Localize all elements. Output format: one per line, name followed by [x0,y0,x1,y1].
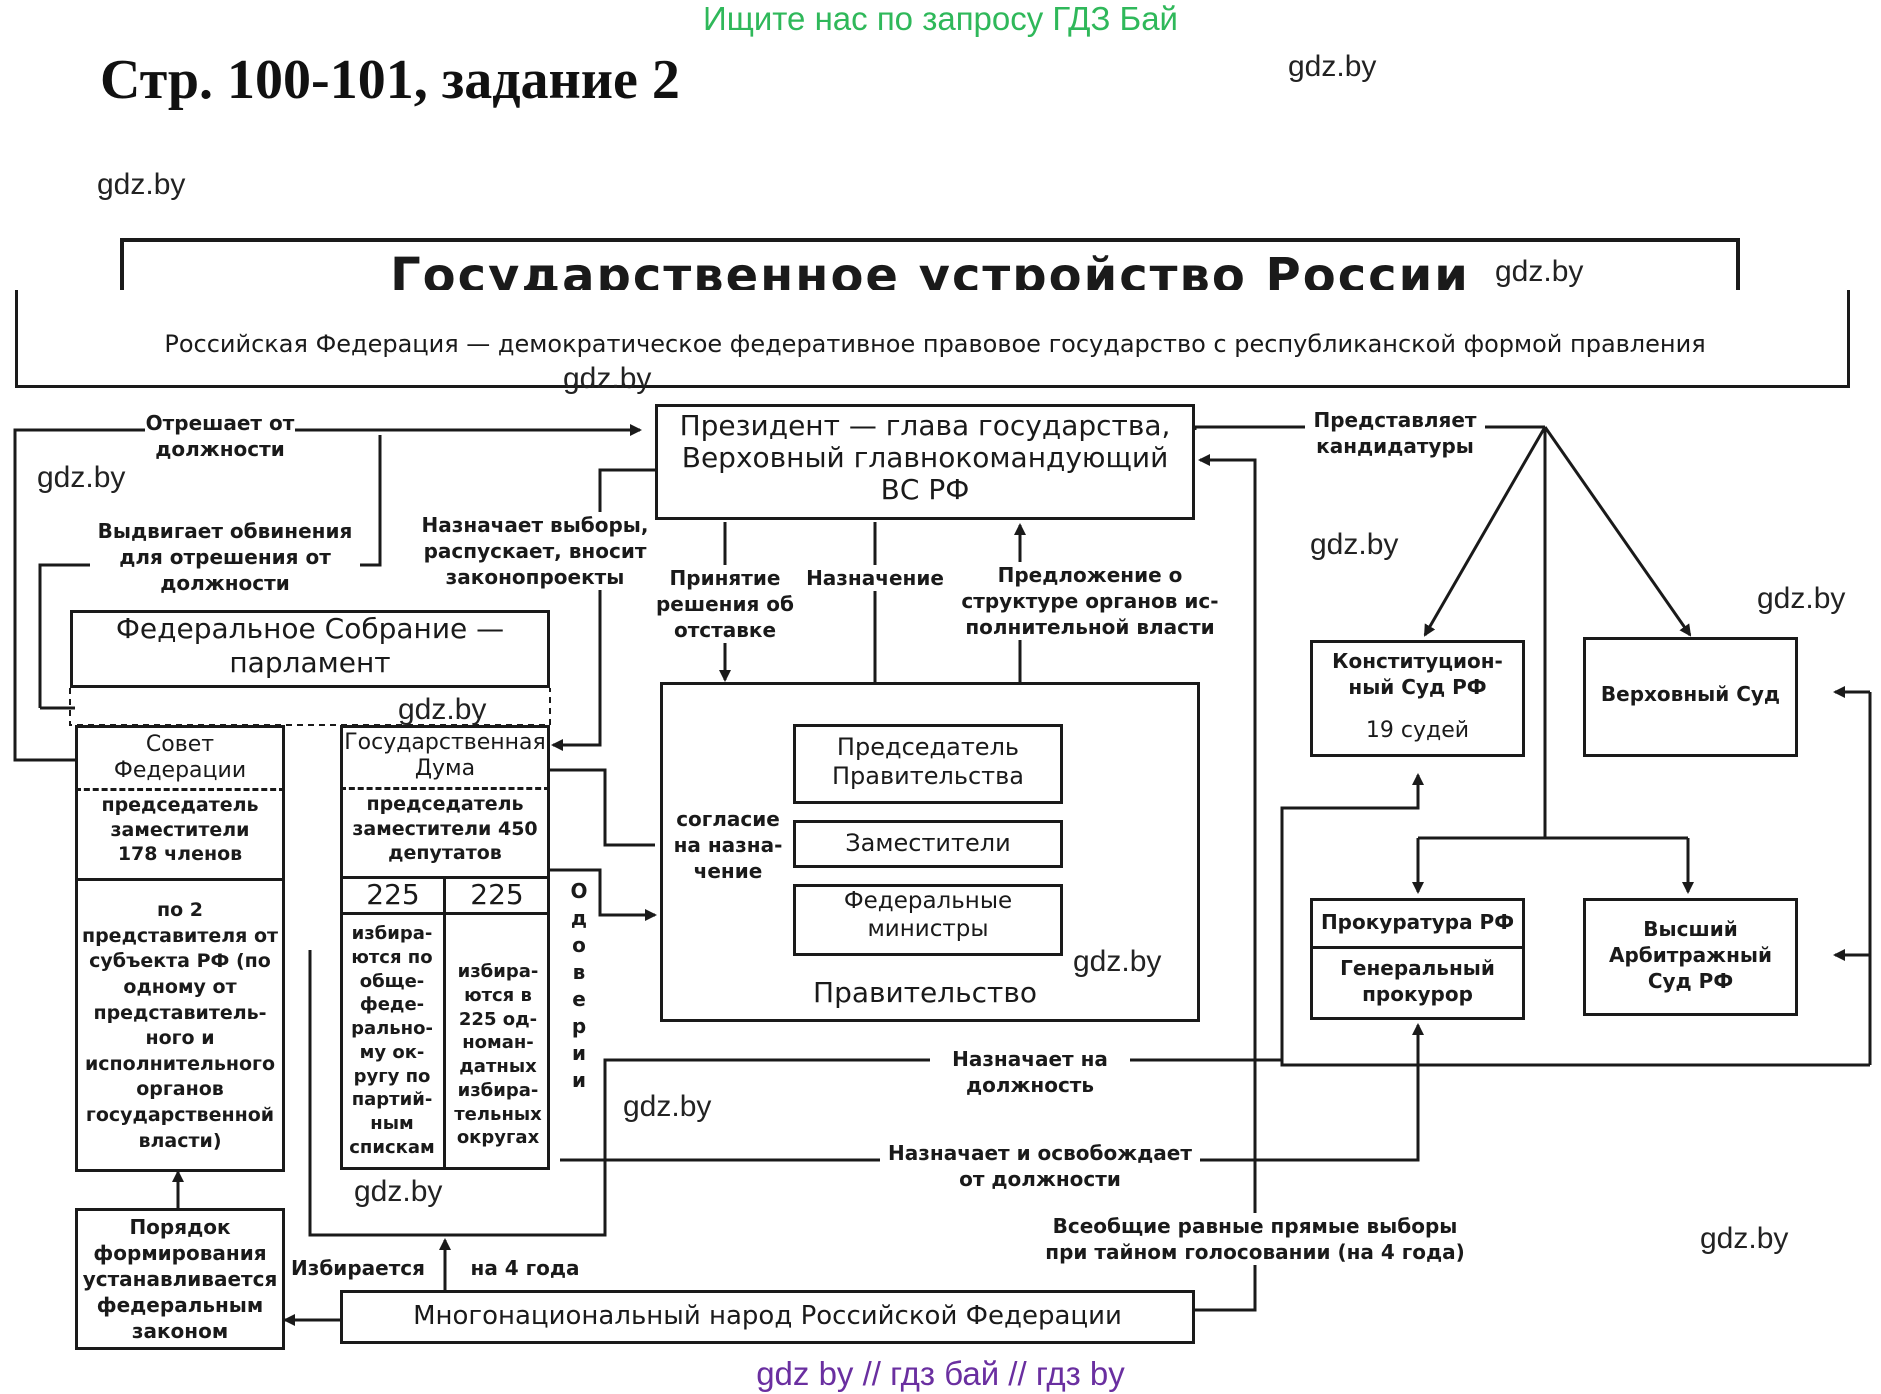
federal-assembly-text: Федеральное Собрание — парламент [115,612,505,679]
federation-council-name: Совет Федерации [113,732,247,784]
label-calls-elections: Назначает выборы, распускает, вносит зак… [415,512,655,590]
watermark: gdz.by [97,168,186,201]
watermark: gdz.by [1700,1222,1789,1255]
watermark: gdz.by [563,362,652,395]
government-ministers-box [793,884,1063,956]
president-text: Президент — глава государства, Верховный… [679,409,1171,507]
federation-council-leadership: председатель заместители 178 членов [101,794,259,866]
prosecutor-name: Прокуратура РФ [1320,910,1515,934]
watermark: gdz.by [1495,255,1584,288]
label-confidence: О д о в е р и и [570,879,588,1092]
watermark: gdz.by [1310,528,1399,561]
label-appointment: Назначение [800,565,950,591]
constitutional-court-judges: 19 судей [1365,718,1470,743]
prosecutor-box [1310,898,1525,1020]
subtitle-box [15,290,1850,388]
federation-council-divider [75,788,285,791]
watermark: gdz.by [354,1175,443,1208]
federation-council-divider-2 [75,878,285,881]
label-general-elections: Всеобщие равные прямые выборы при тайном… [1035,1213,1475,1265]
state-duma-name: Государственная Дума [344,730,546,782]
federation-council-composition: по 2 представителя от субъекта РФ (по од… [81,899,279,1152]
watermark: gdz.by [1757,582,1846,615]
state-duma-left-desc: избира- ются по обще- феде- рально- му о… [349,923,435,1158]
government-chair-box [793,724,1063,804]
formation-order-box [75,1208,285,1350]
label-appoints-to-office: Назначает на должность [930,1046,1130,1098]
state-duma-split-right: 225 [470,878,524,911]
people-text: Многонациональный народ Российской Федер… [413,1301,1122,1331]
label-structure-proposal: Предложение о структуре органов ис- полн… [955,562,1225,640]
label-four-years: на 4 года [465,1255,585,1281]
constitutional-court-name: Конституцион- ный Суд РФ [1332,649,1503,699]
label-accuse: Выдвигает обвинения для отрешения от дол… [90,518,360,596]
federal-assembly-box [70,610,550,688]
watermark: gdz.by [1073,945,1162,978]
watermark: gdz.by [623,1090,712,1123]
people-box [340,1290,1195,1344]
watermark: gdz.by [37,461,126,494]
state-duma-split-left: 225 [366,878,420,911]
federation-council-box [75,725,285,1172]
page-heading: Стр. 100-101, задание 2 [100,49,680,111]
arbitration-court-name: Высший Арбитражный Суд РФ [1609,917,1772,993]
label-resignation: Принятие решения об отставке [650,565,800,643]
label-consent: согласие на назна- чение [673,806,783,884]
supreme-court-box [1583,637,1798,757]
state-duma-leadership: председатель заместители 450 депутатов [352,793,538,865]
watermark: gdz.by [1288,50,1377,83]
government-deputies: Заместители [845,829,1011,857]
government-name: Правительство [813,976,1037,1009]
watermark: gdz.by [398,693,487,726]
label-presents-candidates: Представляет кандидатуры [1305,407,1485,459]
government-deputies-box [793,820,1063,868]
search-banner: Ищите нас по запросу ГДЗ Бай [703,0,1178,37]
government-ministers: Федеральные министры [843,888,1013,942]
supreme-court-name: Верховный Суд [1600,682,1781,706]
government-chair: Председатель Правительства [832,733,1024,790]
arbitration-court-box [1583,898,1798,1016]
diagram-subtitle: Российская Федерация — демократическое ф… [164,330,1706,358]
prosecutor-divider [1310,946,1525,949]
state-duma-right-desc: избира- ются в 225 од- номан- датных изб… [454,961,542,1149]
president-box [655,404,1195,520]
footer-links: gdz by // гдз бай // гдз by [756,1355,1125,1392]
label-remove-from-office: Отрешает от должности [145,410,295,462]
state-duma-divider [340,787,550,790]
label-elected: Избирается [288,1255,428,1281]
state-duma-split [443,876,446,1170]
formation-order-text: Порядок формирования устанавливается фед… [82,1215,278,1343]
constitutional-court-box [1310,640,1525,757]
label-appoints-dismisses: Назначает и освобождает от должности [880,1140,1200,1192]
prosecutor-head: Генеральный прокурор [1340,956,1495,1006]
